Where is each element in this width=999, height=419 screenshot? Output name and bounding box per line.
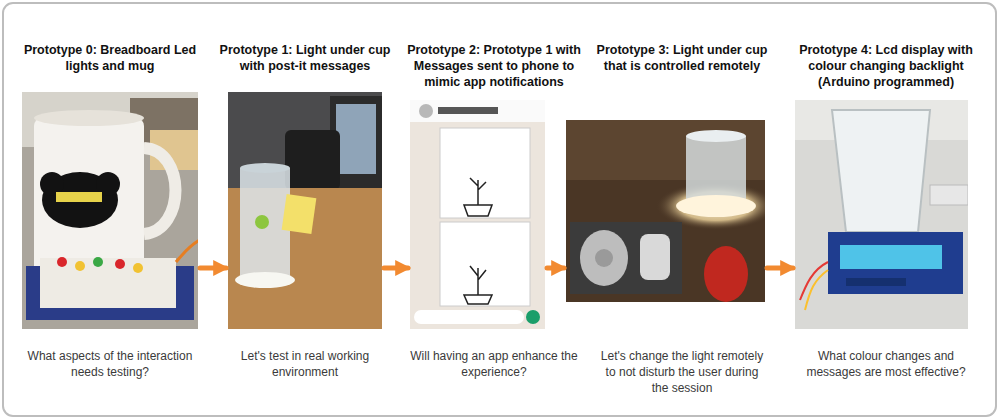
outer-frame xyxy=(3,3,996,416)
prototype-photo-box: Prototype 3: Light under cup that is con… xyxy=(566,120,765,302)
photo-detail xyxy=(34,118,144,276)
prototype-title: Prototype 0: Breadboard Led lights and m… xyxy=(23,42,198,74)
prototype-photo-box: Prototype 1: Light under cup with post-i… xyxy=(228,92,382,329)
photo-detail xyxy=(228,92,382,329)
photo-detail xyxy=(676,195,756,217)
photo-detail xyxy=(410,100,545,122)
prototype-photo-box: Prototype 4: Lcd display with colour cha… xyxy=(795,100,968,329)
photo-detail xyxy=(282,194,317,234)
photo-detail xyxy=(595,249,613,267)
prototype-question: What aspects of the interaction needs te… xyxy=(28,348,193,380)
photo-detail xyxy=(440,128,530,218)
photo-detail xyxy=(846,278,906,286)
photo-detail xyxy=(255,215,269,229)
photo-detail xyxy=(686,136,746,202)
photo-detail xyxy=(805,270,828,310)
photo-detail xyxy=(419,104,433,118)
photo-mug xyxy=(22,92,198,329)
photo-detail xyxy=(686,130,746,142)
photo-detail xyxy=(570,222,682,294)
photo-detail xyxy=(34,110,144,126)
photo-detail xyxy=(133,263,143,273)
prototype-title: Prototype 3: Light under cup that is con… xyxy=(592,42,772,74)
photo-detail xyxy=(56,192,102,202)
photo-detail xyxy=(840,245,942,269)
photo-detail xyxy=(526,310,540,324)
flow-arrow xyxy=(200,266,226,271)
photo-detail xyxy=(144,148,176,234)
prototype-question: What colour changes and messages are mos… xyxy=(796,348,976,380)
photo-detail xyxy=(285,130,340,190)
photo-detail xyxy=(57,257,67,267)
photo-detail xyxy=(832,110,930,232)
photo-remote xyxy=(566,120,765,302)
photo-detail xyxy=(795,100,968,329)
photo-detail xyxy=(176,240,198,262)
photo-detail xyxy=(828,232,963,294)
prototype-title: Prototype 4: Lcd display with colour cha… xyxy=(788,42,984,90)
photo-detail xyxy=(930,185,968,205)
prototype-title: Prototype 1: Light under cup with post-i… xyxy=(218,42,393,74)
photo-detail xyxy=(410,100,545,329)
prototype-photo-box: Prototype 0: Breadboard Led lights and m… xyxy=(22,92,198,329)
prototype-title: Prototype 2: Prototype 1 with Messages s… xyxy=(400,42,588,90)
prototype-question: Will having an app enhance the experienc… xyxy=(407,348,582,380)
photo-desk xyxy=(228,92,382,329)
photo-detail xyxy=(464,266,492,304)
flow-arrow xyxy=(767,266,793,271)
prototype-question: Let's test in real working environment xyxy=(225,348,385,380)
photo-detail xyxy=(800,262,828,300)
photo-detail xyxy=(440,222,530,306)
photo-detail xyxy=(464,178,492,216)
photo-detail xyxy=(704,246,748,302)
photo-detail xyxy=(414,310,524,324)
prototype-question: Let's change the light remotely to not d… xyxy=(597,348,767,396)
photo-lcd xyxy=(795,100,968,329)
photo-detail xyxy=(115,259,125,269)
photo-detail xyxy=(580,230,628,286)
photo-detail xyxy=(336,104,376,174)
photo-detail xyxy=(22,92,198,329)
flow-arrow xyxy=(384,266,408,271)
photo-detail xyxy=(40,258,176,308)
photo-phone xyxy=(410,100,545,329)
prototype-photo-box: Prototype 2: Prototype 1 with Messages s… xyxy=(410,100,545,329)
photo-detail xyxy=(438,107,498,114)
photo-detail xyxy=(93,257,103,267)
photo-detail xyxy=(75,261,85,271)
photo-detail xyxy=(240,168,290,278)
photo-detail xyxy=(640,234,670,280)
photo-detail xyxy=(235,272,295,288)
photo-detail xyxy=(240,163,290,173)
flow-arrow xyxy=(547,266,564,271)
